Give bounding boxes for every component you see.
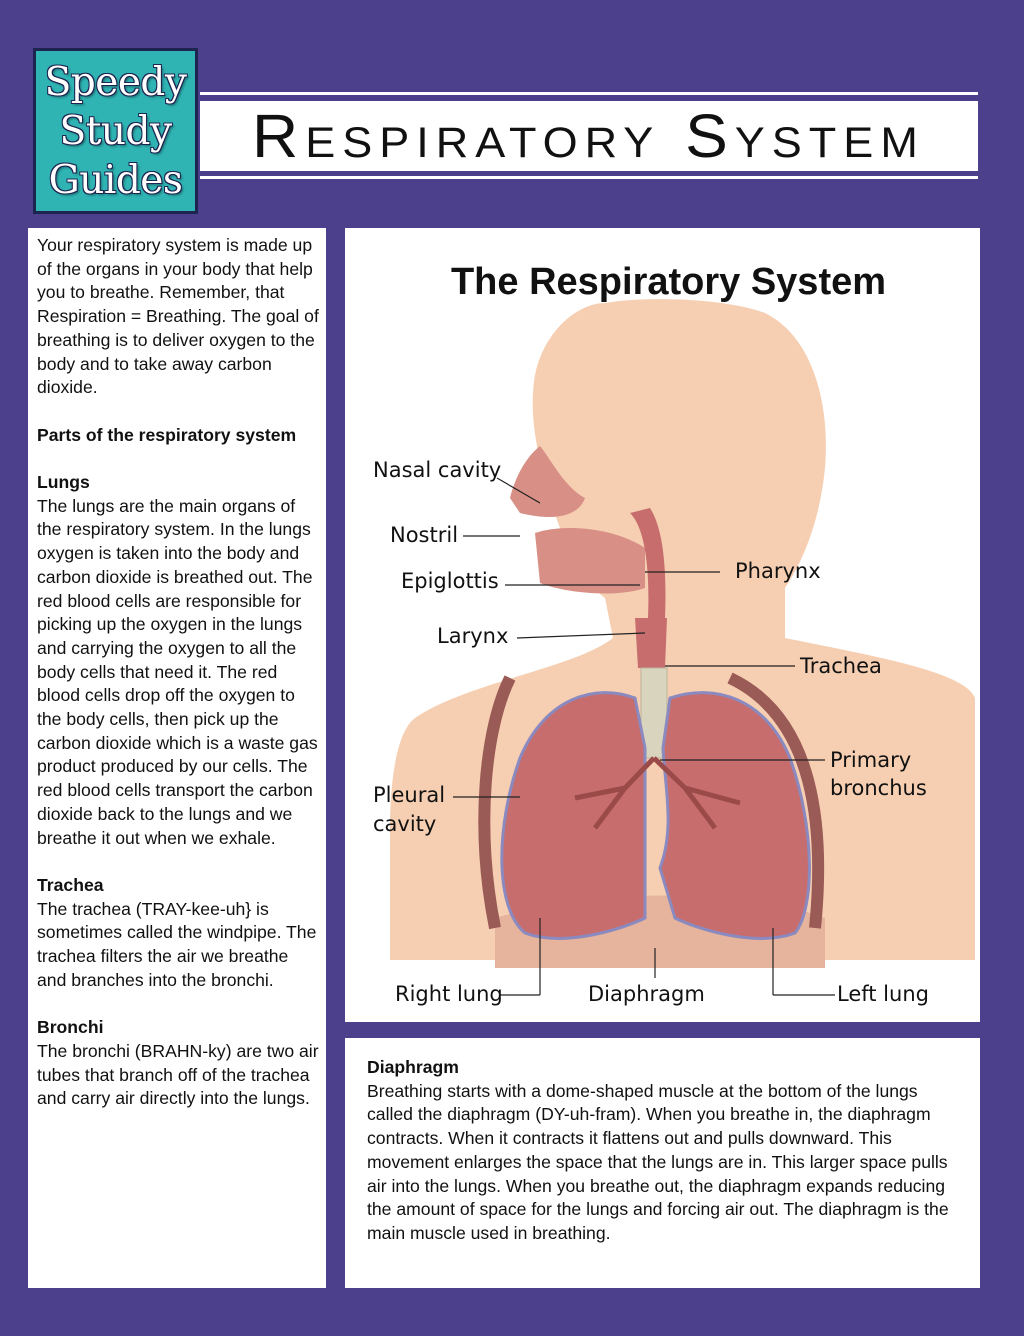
nasal-region xyxy=(510,446,585,518)
label-nostril: Nostril xyxy=(390,523,458,547)
respiratory-diagram: Nasal cavity Nostril Epiglottis Larynx P… xyxy=(373,299,975,1006)
label-right-lung: Right lung xyxy=(395,982,503,1006)
lungs-text: The lungs are the main organs of the res… xyxy=(37,495,318,848)
label-pleural-cavity-2: cavity xyxy=(373,812,436,836)
diagram-title: The Respiratory System xyxy=(450,261,887,303)
mouth-region xyxy=(535,528,645,594)
label-trachea: Trachea xyxy=(799,654,882,678)
bronchi-branches xyxy=(574,756,741,830)
rib-edge-right xyxy=(478,675,516,930)
page-title: Respiratory System xyxy=(252,101,925,171)
title-rule-bottom xyxy=(200,176,978,179)
intro-text: Your respiratory system is made up of th… xyxy=(37,235,319,398)
trachea-text: The trachea (TRAY-kee-uh} is sometimes c… xyxy=(37,898,317,990)
pointer-lines xyxy=(453,477,835,996)
logo-line-1: Speedy xyxy=(44,59,187,105)
label-nasal-cavity: Nasal cavity xyxy=(373,458,501,482)
label-epiglottis: Epiglottis xyxy=(401,569,499,593)
lungs-heading: Lungs xyxy=(37,472,90,492)
logo-line-2: Study xyxy=(59,108,172,154)
larynx-shape xyxy=(635,618,667,668)
pharynx-tube xyxy=(630,508,666,618)
logo: Speedy Study Guides xyxy=(33,48,198,214)
rib-edge-left xyxy=(727,672,825,929)
parts-heading: Parts of the respiratory system xyxy=(37,424,297,445)
label-pharynx: Pharynx xyxy=(735,559,821,583)
label-left-lung: Left lung xyxy=(837,982,929,1006)
diagram-panel: Nasal cavity Nostril Epiglottis Larynx P… xyxy=(345,228,980,1022)
logo-line-3: Guides xyxy=(48,157,183,203)
label-primary-bronchus-2: bronchus xyxy=(830,776,927,800)
left-lung-shape xyxy=(658,691,811,940)
right-lung-shape xyxy=(500,691,647,940)
label-pleural-cavity-1: Pleural xyxy=(373,783,445,807)
diaphragm-text-panel: Diaphragm Breathing starts with a dome-s… xyxy=(345,1038,980,1288)
bronchi-heading: Bronchi xyxy=(37,1017,104,1038)
label-primary-bronchus-1: Primary xyxy=(830,748,911,772)
label-diaphragm: Diaphragm xyxy=(588,982,705,1006)
left-text-panel: Your respiratory system is made up of th… xyxy=(28,228,326,1288)
bronchi-text: The bronchi (BRAHN-ky) are two air tubes… xyxy=(37,1040,319,1109)
diaphragm-heading: Diaphragm xyxy=(367,1057,459,1077)
title-banner: Respiratory System xyxy=(200,101,978,171)
title-rule-top xyxy=(200,92,978,95)
diaphragm-text: Breathing starts with a dome-shaped musc… xyxy=(367,1080,949,1243)
label-larynx: Larynx xyxy=(437,624,508,648)
trachea-heading: Trachea xyxy=(37,874,104,895)
